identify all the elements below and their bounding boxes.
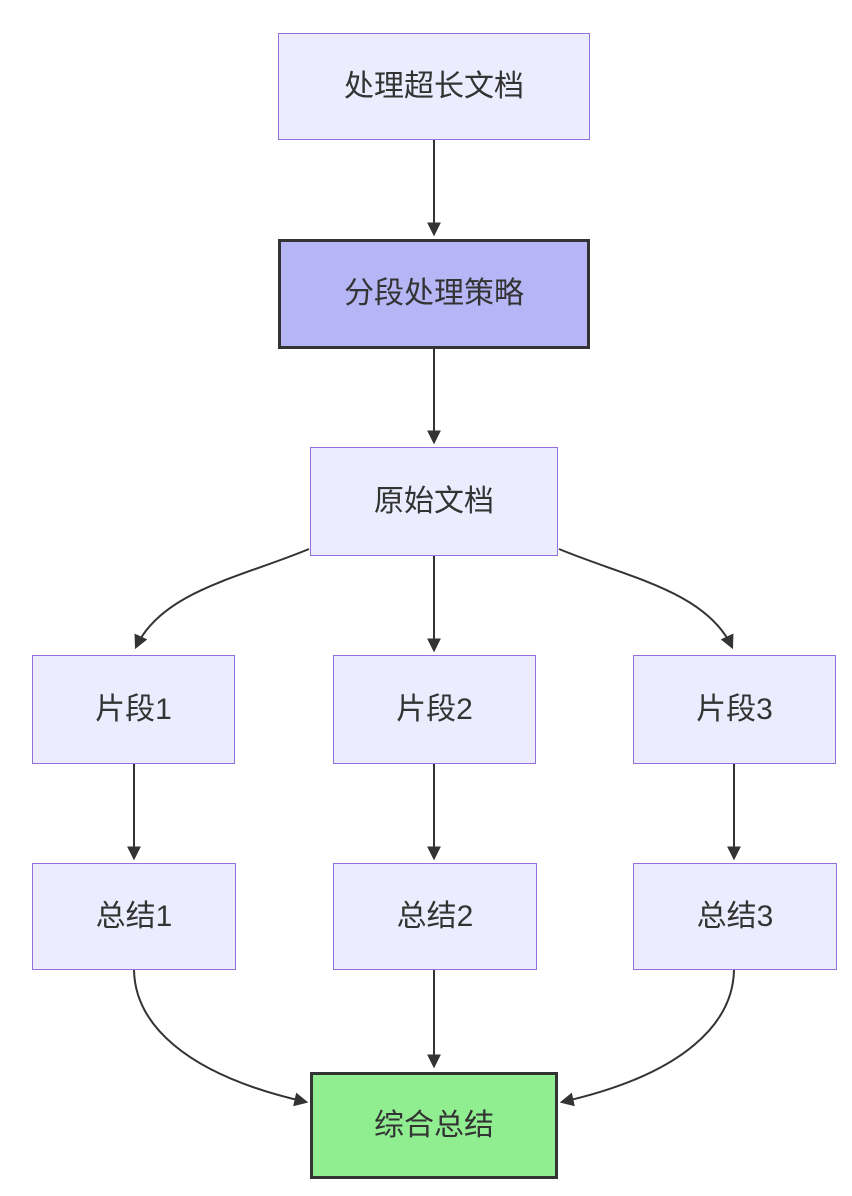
node-summary-1: 总结1 [32,863,236,970]
node-summary-2: 总结2 [333,863,537,970]
node-label: 总结3 [696,899,774,933]
node-label: 原始文档 [374,484,494,518]
node-segment-strategy: 分段处理策略 [278,239,590,349]
node-label: 总结1 [95,899,173,933]
edge-original-doc-to-fragment-3 [558,548,734,650]
edge-summary-1-to-final-summary [133,969,309,1107]
node-process-long-doc: 处理超长文档 [278,33,590,140]
node-label: 总结2 [396,899,474,933]
node-summary-3: 总结3 [633,863,837,970]
node-label: 片段3 [696,692,773,726]
node-final-summary: 综合总结 [310,1072,558,1179]
node-fragment-3: 片段3 [633,655,836,764]
node-label: 片段1 [95,692,172,726]
edge-summary-3-to-final-summary [559,969,735,1107]
node-label: 处理超长文档 [344,69,524,103]
node-label: 分段处理策略 [344,277,524,310]
node-fragment-2: 片段2 [333,655,536,764]
edge-original-doc-to-fragment-1 [134,548,310,650]
node-original-doc: 原始文档 [310,447,558,556]
node-fragment-1: 片段1 [32,655,235,764]
node-label: 片段2 [396,692,473,726]
node-label: 综合总结 [374,1108,494,1142]
